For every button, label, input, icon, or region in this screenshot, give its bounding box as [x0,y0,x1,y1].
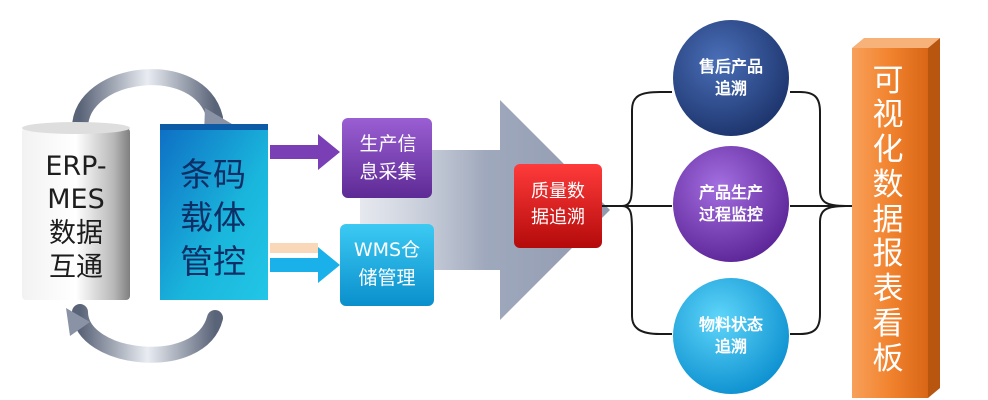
material-status-label: 物料状态 追溯 [698,315,763,356]
quality-box [514,164,602,248]
barcode-block [160,124,268,300]
cycle-arrows [66,69,232,363]
after-sales-circle [673,20,789,136]
erp-mes-label: ERP- MES 数据 互通 [45,150,107,283]
wms-box [340,224,434,306]
process-monitor-label: 产品生产 过程监控 [698,183,763,224]
barcode-label: 条码 载体 管控 [180,154,246,281]
material-circle [673,278,789,394]
dashboard-label: 可 视 化 数 据 报 表 看 板 [872,62,904,377]
quality-label: 质量数 据追溯 [531,180,585,228]
after-sales-label: 售后产品 追溯 [698,57,763,98]
wms-label: WMS仓 储管理 [353,238,421,290]
production-info-label: 生产信 息采集 [359,132,417,184]
erp-mes-cylinder [22,122,130,300]
production-info-box [342,118,432,198]
bracket-lines [602,91,864,335]
connector-arrows [270,134,340,283]
dashboard-bar [852,38,940,398]
process-circle [673,146,789,262]
